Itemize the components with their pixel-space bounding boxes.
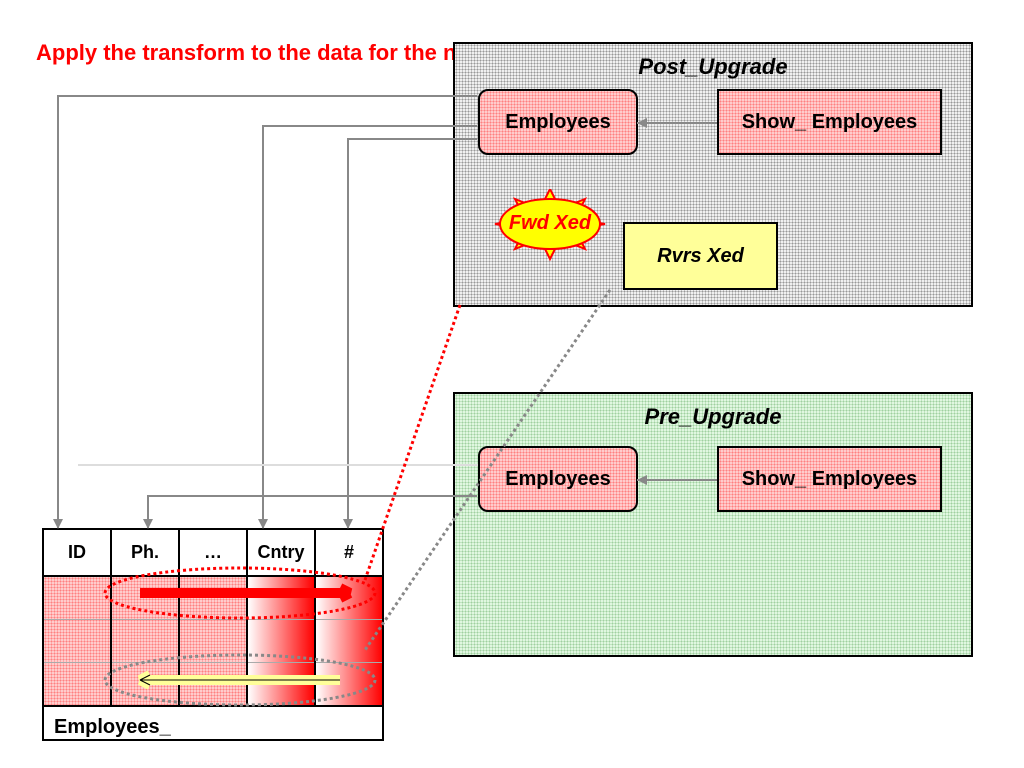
table-column-id [44, 577, 112, 705]
number-vertical-line [347, 138, 349, 528]
table-header-number: # [343, 542, 354, 562]
pre-upgrade-show-employees-box[interactable]: Show_ Employees [717, 446, 942, 512]
post-upgrade-employees-label: Employees [505, 110, 611, 133]
table-row [248, 620, 314, 663]
table-header-ph: Ph. [112, 530, 180, 575]
pre-upgrade-employees-label: Employees [505, 467, 611, 490]
table-row [180, 577, 246, 620]
number-horizontal-line [347, 138, 477, 140]
pre-upgrade-arrow-head [637, 475, 647, 485]
table-row [112, 577, 178, 620]
post-upgrade-container: Post_Upgrade Employees Show_ Employees [453, 42, 973, 307]
table-column-ellipsis [180, 577, 248, 705]
post-upgrade-employees-box[interactable]: Employees [478, 89, 638, 155]
pre-upgrade-arrow [637, 479, 717, 481]
cntry-horizontal-line [262, 125, 477, 127]
post-upgrade-show-employees-label: Show_ Employees [741, 110, 918, 133]
pre-upgrade-show-employees-label: Show_ Employees [741, 467, 918, 490]
table-row [44, 577, 110, 620]
table-body [44, 577, 382, 705]
table-header: ID Ph. … Cntry # [44, 530, 382, 577]
id-vertical-line [57, 95, 59, 528]
cntry-arrow-head [258, 519, 268, 529]
table-row [44, 620, 110, 663]
table-row [316, 663, 382, 705]
table-row [112, 620, 178, 663]
table-row [44, 663, 110, 705]
rvrs-xed-label: Rvrs Xed [657, 244, 744, 267]
post-upgrade-arrow [637, 122, 717, 124]
pre-upgrade-title: Pre_Upgrade [644, 404, 782, 429]
table-header-cntry: Cntry [248, 530, 316, 575]
rvrs-xed-box[interactable]: Rvrs Xed [623, 222, 778, 290]
ph-horizontal-line [147, 495, 477, 497]
number-arrow-head [343, 519, 353, 529]
light-horizontal-line [78, 464, 478, 466]
table-row [316, 577, 382, 620]
table-row [112, 663, 178, 705]
id-horizontal-line [57, 95, 477, 97]
employees-table: ID Ph. … Cntry # [42, 528, 384, 741]
fwd-xed-ellipse [499, 198, 601, 250]
pre-upgrade-container: Pre_Upgrade Employees Show_ Employees [453, 392, 973, 657]
table-row [316, 620, 382, 663]
table-column-number [316, 577, 382, 705]
post-upgrade-arrow-head [637, 118, 647, 128]
post-upgrade-show-employees-box[interactable]: Show_ Employees [717, 89, 942, 155]
cntry-vertical-line [262, 125, 264, 528]
table-header-id: ID [44, 530, 112, 575]
table-column-ph [112, 577, 180, 705]
id-arrow-head [53, 519, 63, 529]
table-column-cntry [248, 577, 316, 705]
table-row [180, 663, 246, 705]
pre-upgrade-employees-box[interactable]: Employees [478, 446, 638, 512]
table-row [180, 620, 246, 663]
table-row [248, 663, 314, 705]
ph-vertical-line [147, 495, 149, 528]
fwd-xed-star[interactable]: Fwd Xed [475, 189, 625, 269]
table-row [248, 577, 314, 620]
table-header-ellipsis: … [180, 530, 248, 575]
post-upgrade-title: Post_Upgrade [638, 54, 788, 79]
fwd-xed-label: Fwd Xed [509, 212, 592, 234]
ph-arrow-head [143, 519, 153, 529]
table-footer: Employees_ [44, 705, 382, 747]
